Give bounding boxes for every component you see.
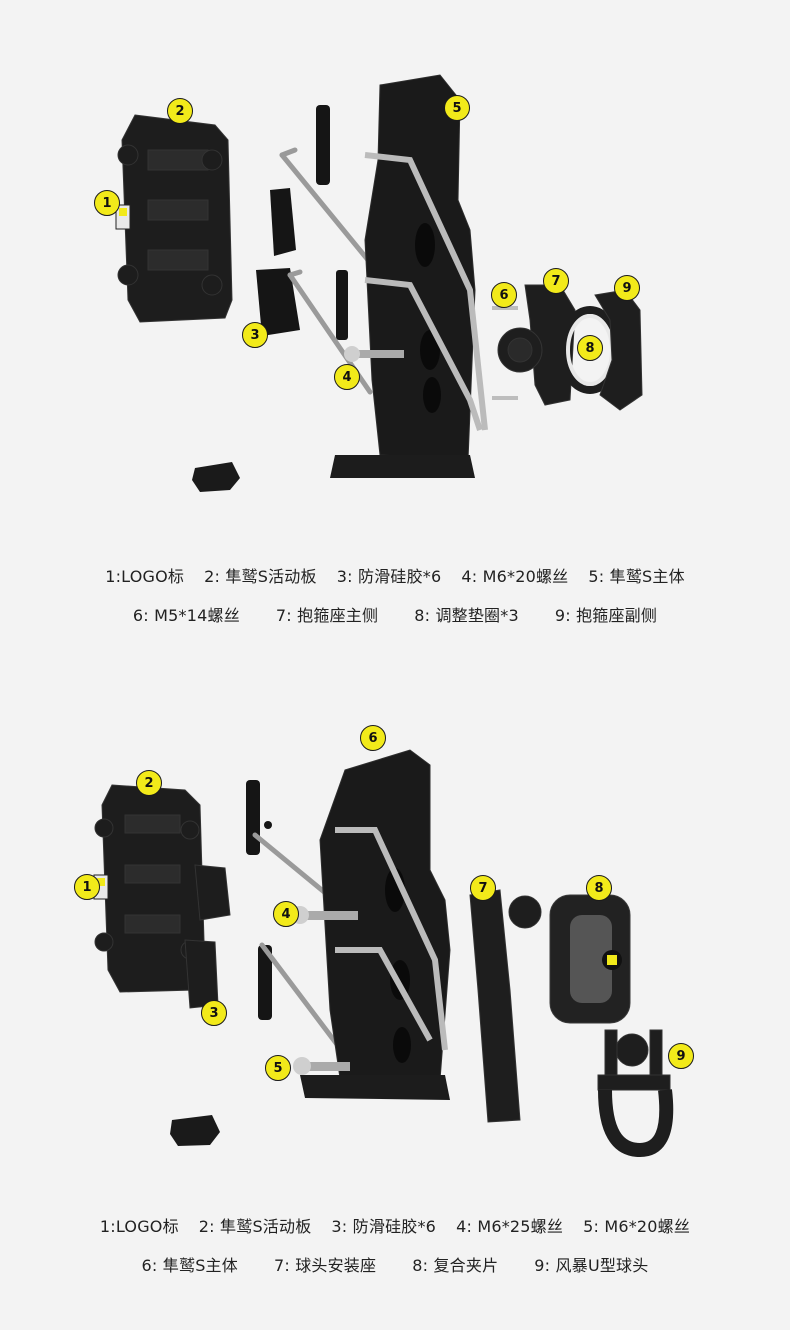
legend-item: 4: M6*25螺丝 xyxy=(456,1217,564,1236)
legend-item: 2: 隼鹫S活动板 xyxy=(198,1217,312,1236)
activity-plate-part xyxy=(94,784,231,1009)
composite-clip-part xyxy=(549,894,631,1024)
callout-badge-3: 3 xyxy=(242,322,268,348)
screw-m6-part xyxy=(344,346,404,362)
legend-item: 5: 隼鹫S主体 xyxy=(588,567,685,586)
main-body-part xyxy=(300,749,451,1100)
callout-badge-7: 7 xyxy=(470,875,496,901)
legend-item: 8: 复合夹片 xyxy=(412,1256,499,1275)
silicone-pads-part xyxy=(256,105,348,340)
callout-badge-9: 9 xyxy=(668,1043,694,1069)
callout-badge-7: 7 xyxy=(543,268,569,294)
callout-badge-9: 9 xyxy=(614,275,640,301)
legend-row-2: 6: M5*14螺丝 7: 抱箍座主侧 8: 调整垫圈*3 9: 抱箍座副侧 xyxy=(0,602,790,626)
ball-mount-bar-part xyxy=(469,889,542,1123)
exploded-view-illustration-1 xyxy=(115,74,643,492)
legend-item: 7: 抱箍座主侧 xyxy=(275,606,379,625)
callout-badge-8: 8 xyxy=(586,875,612,901)
callout-badge-4: 4 xyxy=(273,901,299,927)
legend-row-1: 1:LOGO标 2: 隼鹫S活动板 3: 防滑硅胶*6 4: M6*20螺丝 5… xyxy=(0,563,790,587)
screw-m6-20-part xyxy=(293,1057,350,1075)
callout-badge-5: 5 xyxy=(265,1055,291,1081)
legend-row-2: 6: 隼鹫S主体 7: 球头安装座 8: 复合夹片 9: 风暴U型球头 xyxy=(0,1252,790,1276)
exploded-view-panel-1: 1 2 3 4 5 6 7 8 9 1:LOGO标 2: 隼鹫S活动板 3: 防… xyxy=(0,0,790,650)
silicone-pads-part xyxy=(246,780,272,1020)
legend-item: 6: 隼鹫S主体 xyxy=(141,1256,238,1275)
callout-badge-2: 2 xyxy=(167,98,193,124)
legend-item: 1:LOGO标 xyxy=(99,1217,179,1236)
callout-badge-1: 1 xyxy=(94,190,120,216)
exploded-view-illustration-2 xyxy=(93,749,674,1158)
legend-row-1: 1:LOGO标 2: 隼鹫S活动板 3: 防滑硅胶*6 4: M6*25螺丝 5… xyxy=(0,1213,790,1237)
screw-m5-parts xyxy=(492,306,518,400)
legend-item: 3: 防滑硅胶*6 xyxy=(336,567,442,586)
exploded-view-panel-2: 1 2 3 4 5 6 7 8 9 1:LOGO标 2: 隼鹫S活动板 3: 防… xyxy=(0,650,790,1330)
legend-item: 7: 球头安装座 xyxy=(273,1256,377,1275)
callout-badge-6: 6 xyxy=(491,282,517,308)
legend-item: 5: M6*20螺丝 xyxy=(583,1217,691,1236)
legend-item: 9: 抱箍座副侧 xyxy=(554,606,658,625)
activity-plate-part xyxy=(117,114,233,323)
callout-badge-4: 4 xyxy=(334,364,360,390)
legend-item: 6: M5*14螺丝 xyxy=(132,606,240,625)
end-cap-part xyxy=(170,1115,220,1146)
callout-badge-2: 2 xyxy=(136,770,162,796)
legend-item: 2: 隼鹫S活动板 xyxy=(204,567,317,586)
legend-item: 3: 防滑硅胶*6 xyxy=(331,1217,437,1236)
main-body-part xyxy=(330,74,488,478)
legend-item: 8: 调整垫圈*3 xyxy=(414,606,519,625)
u-ball-head-part xyxy=(597,1029,674,1158)
callout-badge-3: 3 xyxy=(201,1000,227,1026)
callout-badge-5: 5 xyxy=(444,95,470,121)
legend-item: 9: 风暴U型球头 xyxy=(534,1256,649,1275)
callout-badge-6: 6 xyxy=(360,725,386,751)
clamp-main-side-part xyxy=(497,284,576,406)
callout-badge-1: 1 xyxy=(74,874,100,900)
callout-badge-8: 8 xyxy=(577,335,603,361)
logo-tag-part xyxy=(115,204,131,230)
end-cap-part xyxy=(192,462,240,492)
legend-item: 1:LOGO标 xyxy=(105,567,185,586)
legend-item: 4: M6*20螺丝 xyxy=(461,567,569,586)
